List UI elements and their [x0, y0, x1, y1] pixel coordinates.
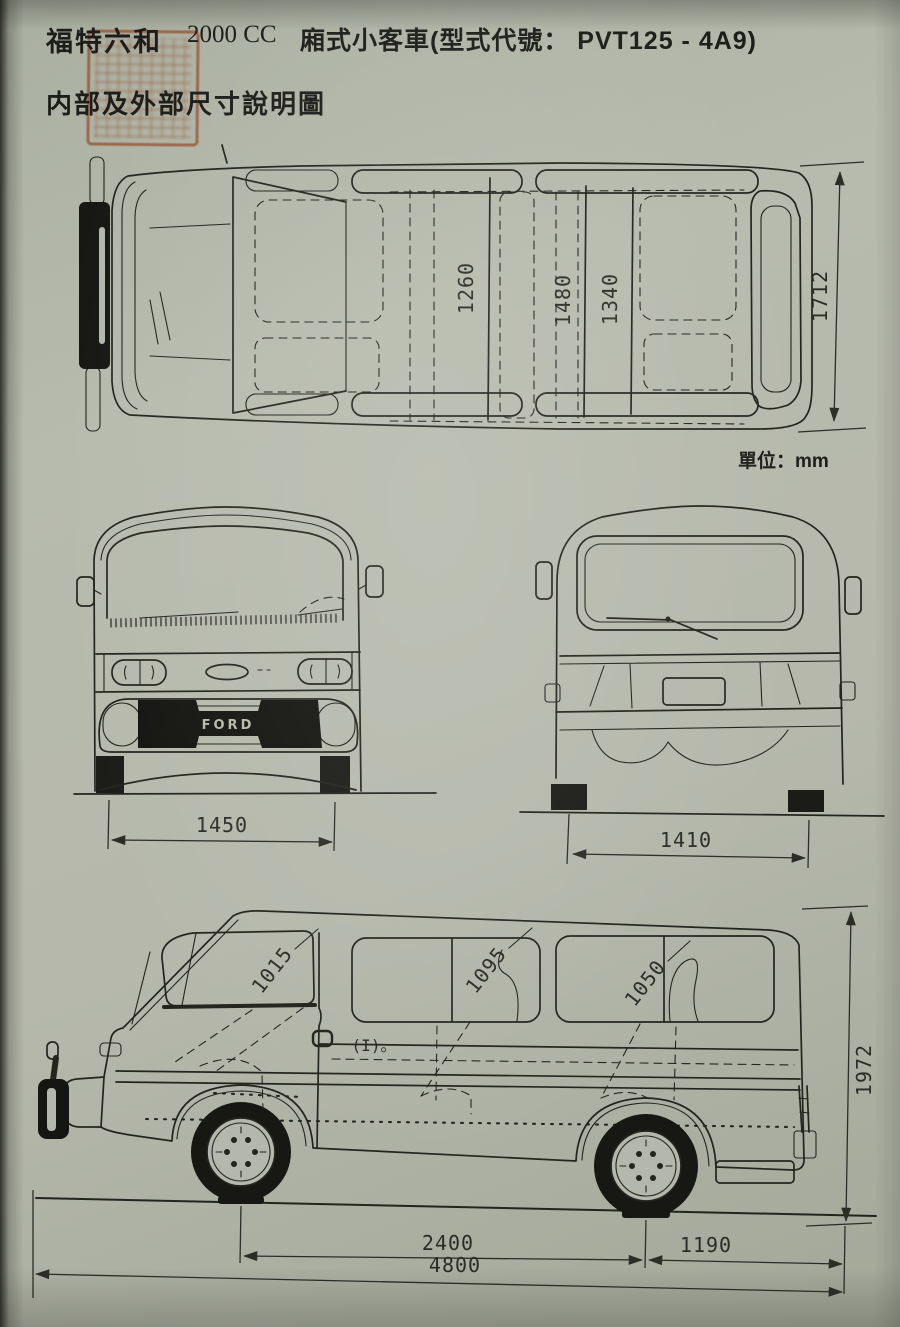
ford-badge: FORD: [202, 718, 255, 733]
license-plate: [662, 677, 726, 706]
dim-rear-overhang: 1190: [680, 1233, 732, 1257]
front-door-window: [161, 930, 315, 1007]
unit-label: 單位：mm: [738, 451, 829, 472]
diagram-subtitle: 内部及外部尺寸說明圖: [46, 89, 327, 119]
left-mirror-icon: [535, 561, 553, 600]
left-headlight-icon: [111, 659, 167, 686]
front-view-drawing: FORD 1450: [73, 506, 437, 852]
rear-wheel-icon: [594, 1114, 698, 1218]
rear-side-window: [555, 935, 775, 1023]
dim-middle-window: 1095: [460, 942, 511, 998]
right-mirror-icon: [844, 576, 862, 615]
brand-title: 福特六和: [46, 27, 162, 57]
rear-right-tire-icon: [788, 790, 824, 812]
dim-front-track: 1450: [196, 813, 248, 837]
dim-overall-width: 1712: [808, 270, 832, 322]
dim-rear-track: 1410: [660, 828, 712, 852]
front-wheel-icon: [191, 1102, 291, 1202]
dim-wheelbase: 2400: [422, 1231, 474, 1255]
grille-emblem-icon: [205, 663, 249, 681]
dim-interior-width-front: 1260: [454, 262, 478, 314]
engine-size: 2000 CC: [187, 21, 277, 48]
model-code-line: 廂式小客車(型式代號： PVT125 - 4A9): [300, 27, 758, 55]
rear-window: [576, 535, 804, 631]
rear-step-bumper: [715, 1160, 795, 1184]
rear-view-drawing: 1410: [519, 505, 885, 869]
dim-interior-width-rear: 1340: [598, 273, 622, 325]
dim-overall-height: 1972: [852, 1044, 876, 1096]
side-view-drawing: 1015 1095 1050 (I)。: [32, 905, 877, 1298]
dim-front-window: 1015: [246, 942, 297, 998]
rear-left-tire-icon: [551, 784, 587, 810]
front-guard-bar-icon: [79, 202, 110, 369]
dim-overall-length: 4800: [429, 1253, 481, 1277]
top-view-drawing: 1260 1480 1340 1712: [79, 144, 867, 433]
dim-rear-window: 1050: [619, 955, 670, 1011]
right-headlight-icon: [297, 658, 353, 685]
dim-interior-width-middle: 1480: [551, 274, 575, 326]
